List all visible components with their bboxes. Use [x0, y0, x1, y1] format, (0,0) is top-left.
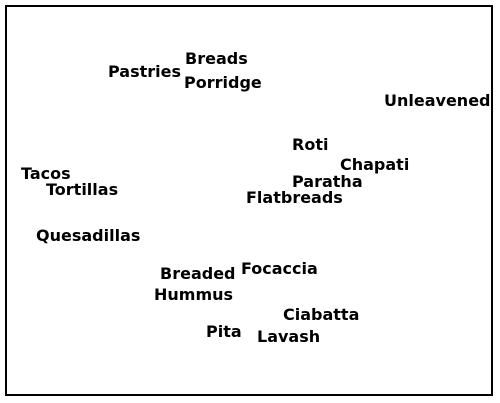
word-ciabatta: Ciabatta — [283, 305, 360, 324]
word-pastries: Pastries — [108, 62, 182, 81]
word-paratha: Paratha — [292, 172, 363, 191]
word-flatbreads: Flatbreads — [246, 188, 343, 207]
word-tacos: Tacos — [21, 164, 71, 183]
word-quesadillas: Quesadillas — [36, 226, 141, 245]
word-pita: Pita — [206, 322, 242, 341]
word-hummus: Hummus — [154, 285, 234, 304]
word-lavash: Lavash — [257, 327, 321, 346]
word-breaded: Breaded — [160, 264, 236, 283]
word-unleavened: Unleavened — [384, 91, 491, 110]
word-roti: Roti — [292, 135, 329, 154]
word-focaccia: Focaccia — [241, 259, 318, 278]
word-cloud-frame: Breads Pastries Porridge Unleavened Roti… — [5, 5, 493, 396]
word-porridge: Porridge — [184, 73, 262, 92]
word-tortillas: Tortillas — [46, 180, 119, 199]
word-chapati: Chapati — [340, 155, 410, 174]
word-breads: Breads — [185, 49, 248, 68]
